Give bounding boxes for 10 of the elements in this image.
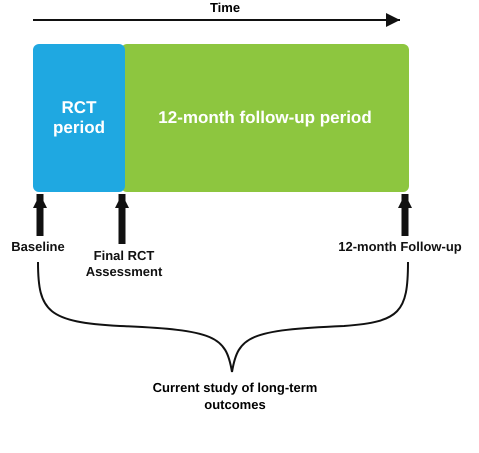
period-label: RCT period <box>52 98 106 138</box>
arrow <box>33 194 47 236</box>
axis-label: Time <box>208 0 242 17</box>
period-box <box>121 44 409 192</box>
arrow <box>115 194 129 244</box>
period-box <box>33 44 125 192</box>
arrow <box>398 194 412 236</box>
timepoint-label: 12-month Follow-up <box>322 238 478 256</box>
period-label: 12-month follow-up period <box>158 108 372 128</box>
outcome-label: Current study of long-term outcomes <box>152 380 318 414</box>
